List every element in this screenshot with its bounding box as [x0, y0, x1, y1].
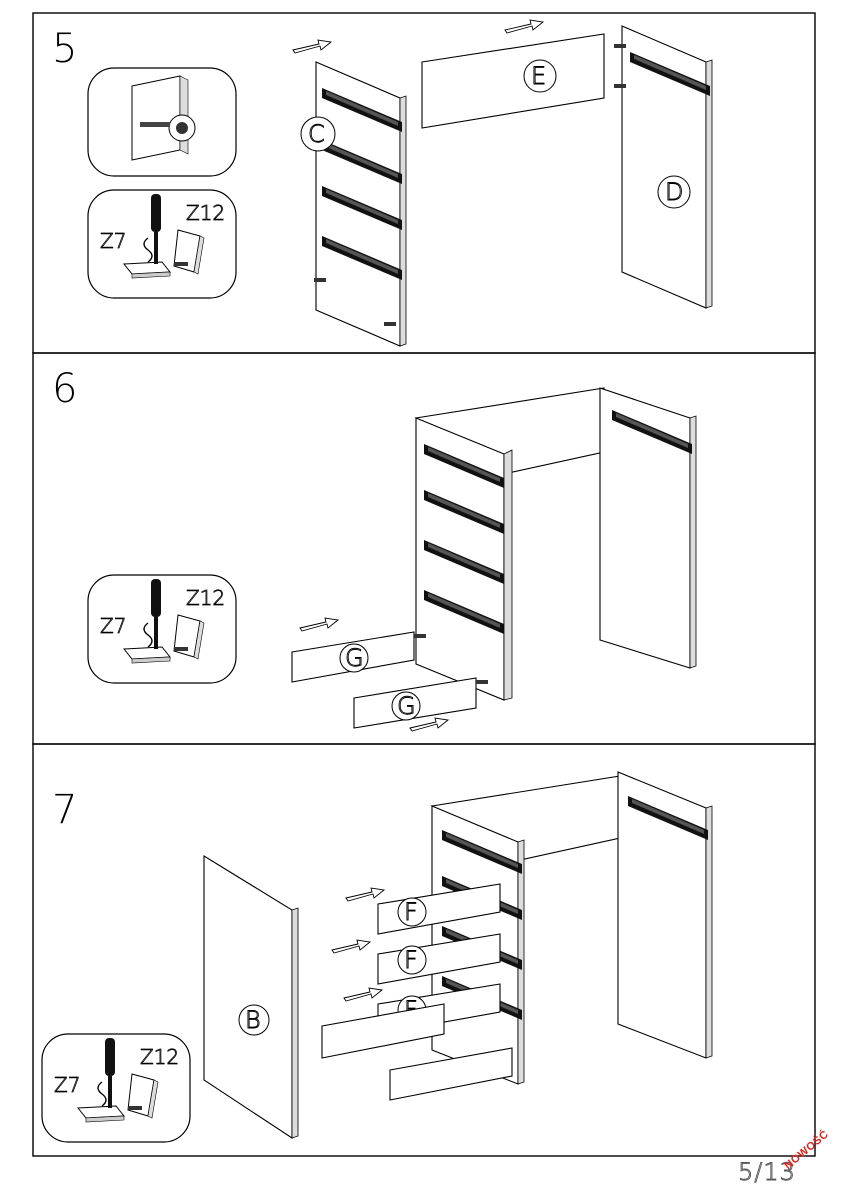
hardware-label-z12: Z12 [186, 586, 225, 610]
panel-e: E [421, 33, 605, 129]
part-label-e: E [531, 62, 546, 90]
rail-f: F [377, 883, 501, 935]
step-number: 6 [52, 366, 77, 412]
rail-g-lower: G [353, 677, 488, 729]
part-label-b: B [245, 1006, 261, 1034]
hardware-label-z12: Z12 [140, 1045, 179, 1069]
part-label-d: D [665, 178, 683, 206]
step-6-panel: 6 Z7 Z12 G [32, 352, 816, 745]
direction-arrow [292, 39, 332, 54]
part-label-f: F [404, 898, 418, 926]
screwdriver-inset: Z7 Z12 [87, 574, 237, 684]
carcass [389, 771, 713, 1101]
step-7-panel: 7 Z7 Z12 B [32, 743, 816, 1157]
step-5-panel: 5 Z7 Z12 C [32, 12, 816, 354]
direction-arrow [343, 987, 383, 1002]
hardware-label-z7: Z7 [100, 614, 126, 638]
part-label-g: G [397, 692, 416, 720]
panel-b: B [203, 855, 299, 1140]
direction-arrow [345, 887, 385, 902]
rail-f: F [377, 933, 501, 985]
bottom-panel [321, 1003, 445, 1059]
direction-arrow [409, 717, 449, 732]
panel-c: C [300, 61, 407, 347]
cam-lock-inset [87, 67, 237, 177]
hardware-label-z7: Z7 [54, 1073, 80, 1097]
screwdriver-inset: Z7 Z12 [87, 189, 237, 299]
part-label-g: G [345, 644, 364, 672]
page-number: 5/13 [738, 1158, 796, 1187]
part-label-c: C [308, 120, 325, 148]
direction-arrow [299, 617, 339, 632]
direction-arrow [331, 939, 371, 954]
carcass [414, 387, 697, 701]
step-number: 5 [52, 26, 77, 72]
direction-arrow [504, 19, 544, 34]
rail-g-upper: G [291, 631, 426, 683]
part-label-f: F [404, 946, 418, 974]
hardware-label-z7: Z7 [100, 229, 126, 253]
step-number: 7 [52, 787, 77, 833]
panel-d: D [614, 25, 713, 309]
hardware-label-z12: Z12 [186, 201, 225, 225]
screwdriver-inset: Z7 Z12 [41, 1033, 191, 1143]
